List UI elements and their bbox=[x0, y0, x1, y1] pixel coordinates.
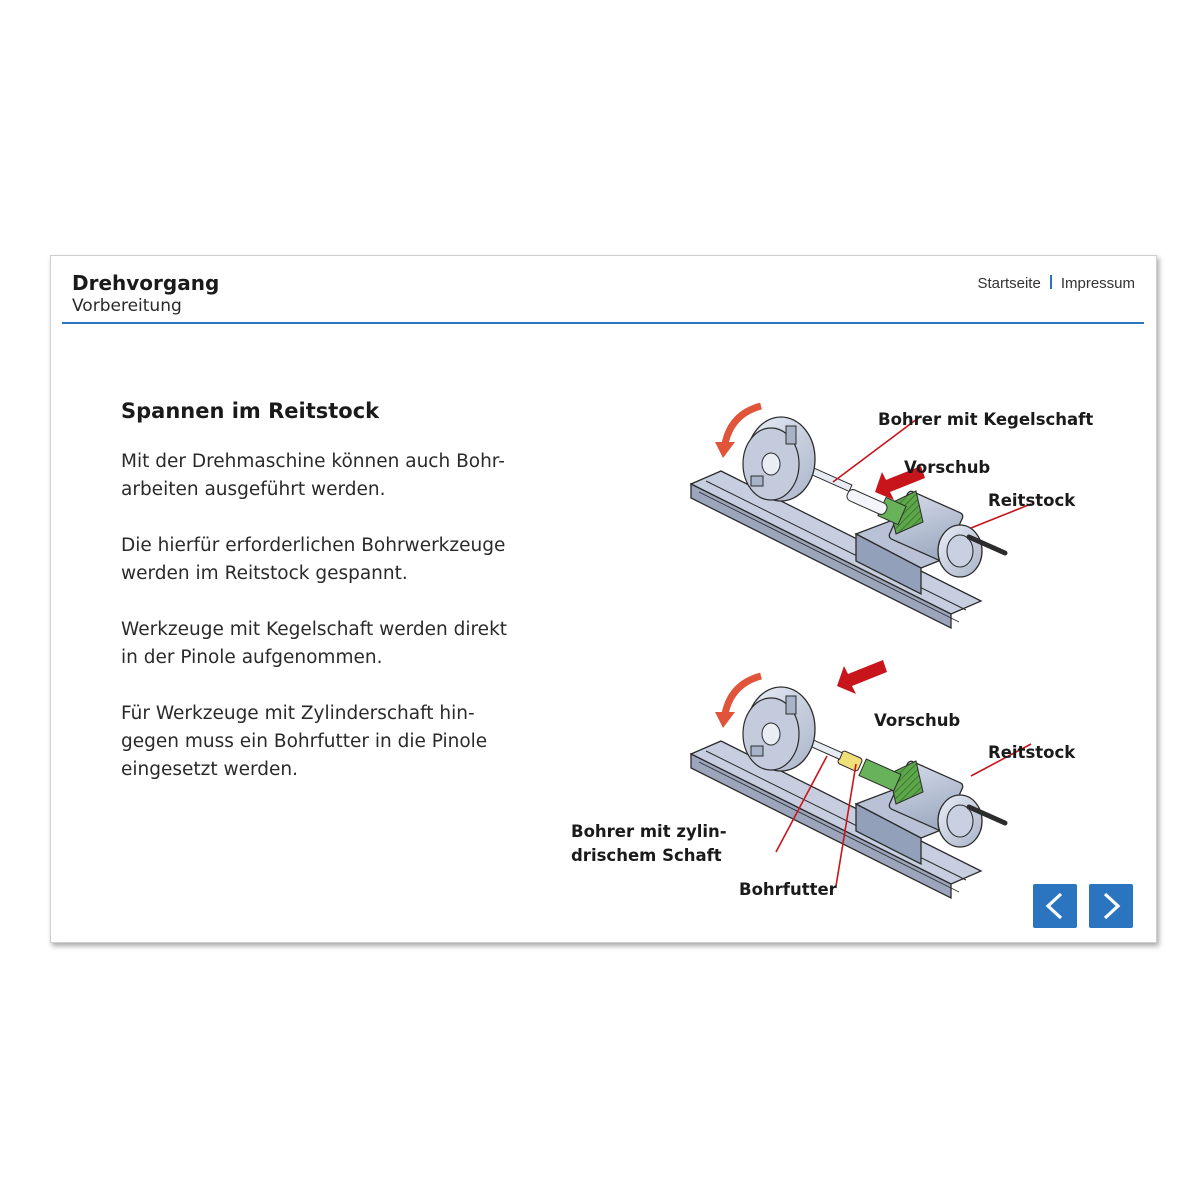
nav-link-imprint[interactable]: Impressum bbox=[1060, 275, 1135, 292]
chevron-left-icon bbox=[1045, 892, 1063, 920]
paragraph: Werkzeuge mit Kegelschaft werden direkt … bbox=[121, 619, 508, 668]
slide-card: Drehvorgang Vorbereitung Startseite Impre… bbox=[50, 255, 1157, 943]
label-drill-taper-shank: Bohrer mit Kegelschaft bbox=[878, 410, 1094, 429]
label-drill-cylindrical: Bohrer mit zylin- drischem Schaft bbox=[571, 822, 727, 865]
body-text: Mit der Drehmaschine können auch Bohr- a… bbox=[121, 448, 541, 812]
prev-button[interactable] bbox=[1033, 884, 1077, 928]
label-tailstock-top: Reitstock bbox=[988, 491, 1076, 510]
nav-link-home[interactable]: Startseite bbox=[977, 275, 1041, 292]
label-tailstock-bottom: Reitstock bbox=[988, 743, 1076, 762]
next-button[interactable] bbox=[1089, 884, 1133, 928]
page-title: Drehvorgang bbox=[72, 271, 220, 295]
page-subtitle: Vorbereitung bbox=[72, 296, 182, 316]
chevron-right-icon bbox=[1103, 892, 1121, 920]
nav-separator bbox=[1049, 275, 1052, 289]
section-heading: Spannen im Reitstock bbox=[121, 399, 380, 423]
label-drill-chuck: Bohrfutter bbox=[739, 880, 837, 899]
header-divider bbox=[62, 322, 1144, 324]
paragraph: Für Werkzeuge mit Zylinderschaft hin- ge… bbox=[121, 703, 488, 780]
paragraph: Die hierfür erforderlichen Bohrwerkzeuge… bbox=[121, 535, 506, 584]
lathe-top bbox=[689, 402, 1032, 630]
lathe-diagram: Bohrer mit Kegelschaft Vorschub Reitstoc… bbox=[571, 386, 1151, 926]
paragraph: Mit der Drehmaschine können auch Bohr- a… bbox=[121, 451, 505, 500]
top-nav: Startseite Impressum bbox=[977, 275, 1135, 292]
label-feed-bottom: Vorschub bbox=[874, 711, 961, 730]
lathe-illustration bbox=[689, 402, 1032, 900]
label-feed-top: Vorschub bbox=[904, 458, 991, 477]
lathe-bottom bbox=[689, 660, 1032, 900]
